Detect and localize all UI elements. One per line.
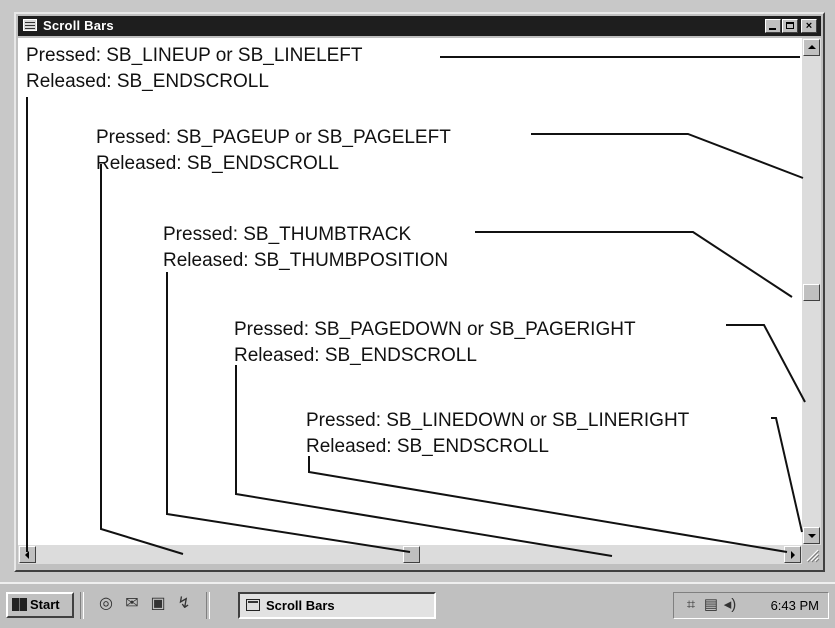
pageup-pressed-label: Pressed: SB_PAGEUP or SB_PAGELEFT bbox=[96, 127, 451, 148]
resize-grip-icon bbox=[806, 549, 820, 563]
horizontal-scrollbar[interactable] bbox=[18, 545, 802, 564]
pageup-released-label: Released: SB_ENDSCROLL bbox=[96, 153, 339, 174]
vertical-scrollbar[interactable] bbox=[802, 38, 821, 545]
desktop-icon[interactable]: ▣ bbox=[150, 595, 166, 612]
clock[interactable]: 6:43 PM bbox=[770, 598, 819, 613]
scroll-down-button[interactable] bbox=[803, 527, 820, 544]
start-label: Start bbox=[30, 597, 60, 612]
channels-icon[interactable]: ↯ bbox=[177, 595, 191, 612]
window-title: Scroll Bars bbox=[43, 18, 114, 33]
window-icon bbox=[246, 599, 260, 611]
scroll-bars-task-button[interactable]: Scroll Bars bbox=[238, 592, 436, 619]
left-arrow-icon bbox=[25, 551, 29, 559]
taskbar-divider bbox=[80, 592, 84, 619]
pagedown-released-label: Released: SB_ENDSCROLL bbox=[234, 345, 477, 366]
window-icon[interactable] bbox=[23, 19, 37, 31]
start-button[interactable]: Start bbox=[6, 592, 74, 618]
lineup-pressed-label: Pressed: SB_LINEUP or SB_LINELEFT bbox=[26, 45, 363, 66]
thumbposition-released-label: Released: SB_THUMBPOSITION bbox=[163, 250, 449, 271]
system-tray: ⌗ ▤ ◂) 6:43 PM bbox=[673, 592, 829, 619]
scroll-bars-window: Scroll Bars × Pressed: SB_LINEUP or SB_L… bbox=[14, 12, 825, 572]
scroll-left-button[interactable] bbox=[19, 546, 36, 563]
pagedown-pressed-label: Pressed: SB_PAGEDOWN or SB_PAGERIGHT bbox=[234, 319, 636, 340]
minimize-button[interactable] bbox=[765, 19, 781, 33]
size-grip[interactable] bbox=[802, 545, 821, 564]
up-arrow-icon bbox=[808, 45, 816, 49]
vertical-scroll-thumb[interactable] bbox=[803, 284, 820, 301]
client-area: Pressed: SB_LINEUP or SB_LINELEFT Releas… bbox=[18, 38, 802, 545]
taskbar: Start ◎ ✉ ▣ ↯ Scroll Bars ⌗ ▤ ◂) 6:43 PM bbox=[0, 582, 835, 628]
linedown-released-label: Released: SB_ENDSCROLL bbox=[306, 436, 549, 457]
windows-logo-icon bbox=[12, 598, 27, 611]
thumbtrack-pressed-label: Pressed: SB_THUMBTRACK bbox=[163, 224, 412, 245]
scroll-right-button[interactable] bbox=[784, 546, 801, 563]
scroll-up-button[interactable] bbox=[803, 39, 820, 56]
maximize-button[interactable] bbox=[782, 19, 798, 33]
volume-icon[interactable]: ◂) bbox=[723, 596, 737, 613]
right-arrow-icon bbox=[791, 551, 795, 559]
lineup-released-label: Released: SB_ENDSCROLL bbox=[26, 71, 269, 92]
title-bar[interactable]: Scroll Bars × bbox=[18, 16, 821, 36]
linedown-pressed-label: Pressed: SB_LINEDOWN or SB_LINERIGHT bbox=[306, 410, 690, 431]
down-arrow-icon bbox=[808, 534, 816, 538]
internet-explorer-icon[interactable]: ◎ bbox=[99, 595, 113, 612]
display-icon[interactable]: ▤ bbox=[703, 596, 719, 613]
outlook-express-icon[interactable]: ✉ bbox=[125, 595, 139, 612]
horizontal-scroll-thumb[interactable] bbox=[402, 546, 420, 563]
network-icon[interactable]: ⌗ bbox=[686, 596, 696, 613]
close-button[interactable]: × bbox=[801, 19, 817, 33]
taskbar-divider bbox=[206, 592, 210, 619]
task-label: Scroll Bars bbox=[266, 598, 335, 613]
